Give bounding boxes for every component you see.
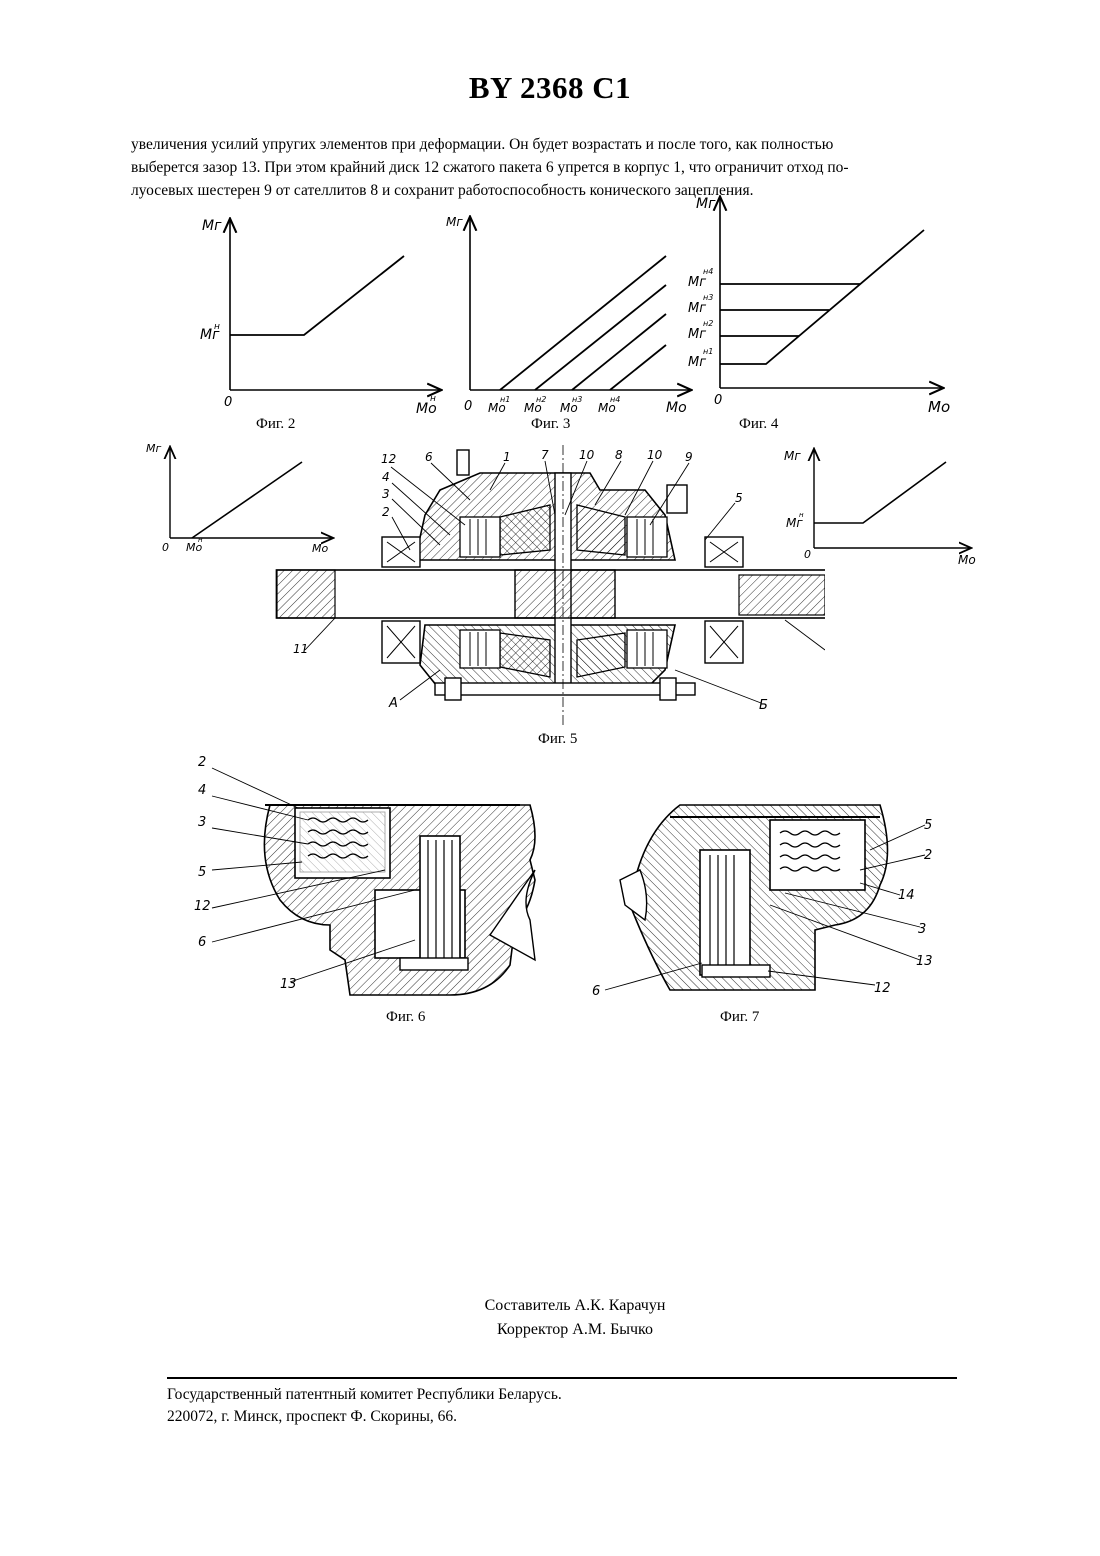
fig5-label-4: 4 — [382, 470, 390, 484]
fig5-label-5: 5 — [735, 491, 743, 505]
fig5-label-11-left: 11 — [293, 642, 308, 656]
fig2-caption: Фиг. 2 — [256, 416, 295, 433]
fig4-origin: 0 — [714, 393, 722, 408]
fig6-label-3: 3 — [198, 815, 206, 830]
fig3-tick-1-sup: н1 — [500, 395, 510, 404]
fig6-label-12: 12 — [194, 899, 211, 914]
body-line-1: увеличения усилий упругих элементов при … — [131, 133, 995, 156]
body-line-2: выберется зазор 13. При этом крайний дис… — [131, 156, 995, 179]
fig2-level-sup: н — [214, 322, 220, 332]
fig3-caption: Фиг. 3 — [531, 416, 570, 433]
fig7-label-3: 3 — [918, 922, 926, 937]
compiler-signature: Составитель А.К. Карачун — [0, 1297, 1100, 1315]
fig4-level-2-sup: н2 — [703, 319, 713, 328]
fig4-level-4-sup: н4 — [703, 267, 713, 276]
fig5-label-12: 12 — [381, 452, 396, 466]
fig4-caption: Фиг. 4 — [739, 416, 778, 433]
fig5-left-y-label: Mг — [146, 442, 161, 455]
fig5-label-B: Б — [759, 698, 768, 713]
fig4-level-1-sup: н1 — [703, 347, 713, 356]
fig4-level-3: Mг — [688, 301, 706, 316]
footer-divider — [167, 1377, 957, 1379]
fig4-y-label: Mг — [696, 196, 716, 212]
fig7-label-6: 6 — [592, 984, 600, 999]
fig7-label-14: 14 — [898, 888, 915, 903]
fig2-x-sup: н — [430, 394, 436, 404]
fig6-label-4: 4 — [198, 783, 206, 798]
fig5-caption: Фиг. 5 — [538, 731, 577, 748]
fig5-label-9: 9 — [685, 450, 693, 464]
figure-3-graph: Mг 0 Mо н1 Mо н2 Mо н3 Mо н4 Mо — [440, 208, 700, 420]
fig3-tick-3-sup: н3 — [572, 395, 582, 404]
fig5-label-1: 1 — [503, 450, 511, 464]
corrector-signature: Корректор А.М. Бычко — [0, 1321, 1100, 1339]
fig5-label-2: 2 — [382, 505, 390, 519]
fig5-label-A: А — [388, 696, 398, 711]
fig6-label-6: 6 — [198, 935, 206, 950]
fig6-caption: Фиг. 6 — [386, 1009, 425, 1026]
fig3-tick-2-sup: н2 — [536, 395, 546, 404]
fig2-origin: 0 — [224, 395, 232, 410]
fig7-label-12: 12 — [874, 981, 891, 996]
footer-line-2: 220072, г. Минск, проспект Ф. Скорины, 6… — [167, 1408, 457, 1426]
figure-6-detail: 2 4 3 5 12 6 13 — [190, 750, 550, 1005]
fig5-left-tick-sup: н — [198, 536, 203, 544]
fig7-label-5: 5 — [924, 818, 932, 833]
fig4-x-label: Mо — [928, 398, 950, 416]
fig7-label-13: 13 — [916, 954, 933, 969]
fig5-right-x-label: Mо — [958, 553, 976, 567]
footer-line-1: Государственный патентный комитет Респуб… — [167, 1386, 562, 1404]
fig3-y-label: Mг — [446, 215, 463, 229]
fig4-level-1: Mг — [688, 355, 706, 370]
figure-7-detail: 5 2 14 3 13 6 12 — [590, 795, 950, 1005]
fig6-label-5: 5 — [198, 865, 206, 880]
fig5-label-8: 8 — [615, 448, 623, 462]
document-title: BY 2368 C1 — [0, 70, 1100, 106]
fig3-tick-4-sup: н4 — [610, 395, 620, 404]
fig5-label-6: 6 — [425, 450, 433, 464]
fig5-label-10b: 10 — [647, 448, 663, 462]
fig5-label-10: 10 — [579, 448, 595, 462]
fig3-origin: 0 — [464, 399, 472, 414]
fig7-label-2: 2 — [924, 848, 932, 863]
fig5-left-origin: 0 — [162, 541, 169, 554]
fig4-level-4: Mг — [688, 275, 706, 290]
fig6-label-2: 2 — [198, 755, 206, 770]
fig5-label-3: 3 — [382, 487, 390, 501]
figure-2-graph: Mг Mг н 0 Mо н — [190, 210, 450, 420]
fig2-y-label: Mг — [202, 218, 222, 234]
fig7-caption: Фиг. 7 — [720, 1009, 759, 1026]
fig4-level-2: Mг — [688, 327, 706, 342]
figure-5-differential-drawing: 12 6 1 7 10 8 10 9 4 3 2 5 11 11 А Б — [265, 445, 825, 730]
fig4-level-3-sup: н3 — [703, 293, 713, 302]
figure-4-graph: Mг Mг н4 Mг н3 Mг н2 Mг н1 0 Mо — [680, 190, 950, 420]
fig6-label-13: 13 — [280, 977, 297, 992]
fig5-label-7: 7 — [541, 448, 549, 462]
